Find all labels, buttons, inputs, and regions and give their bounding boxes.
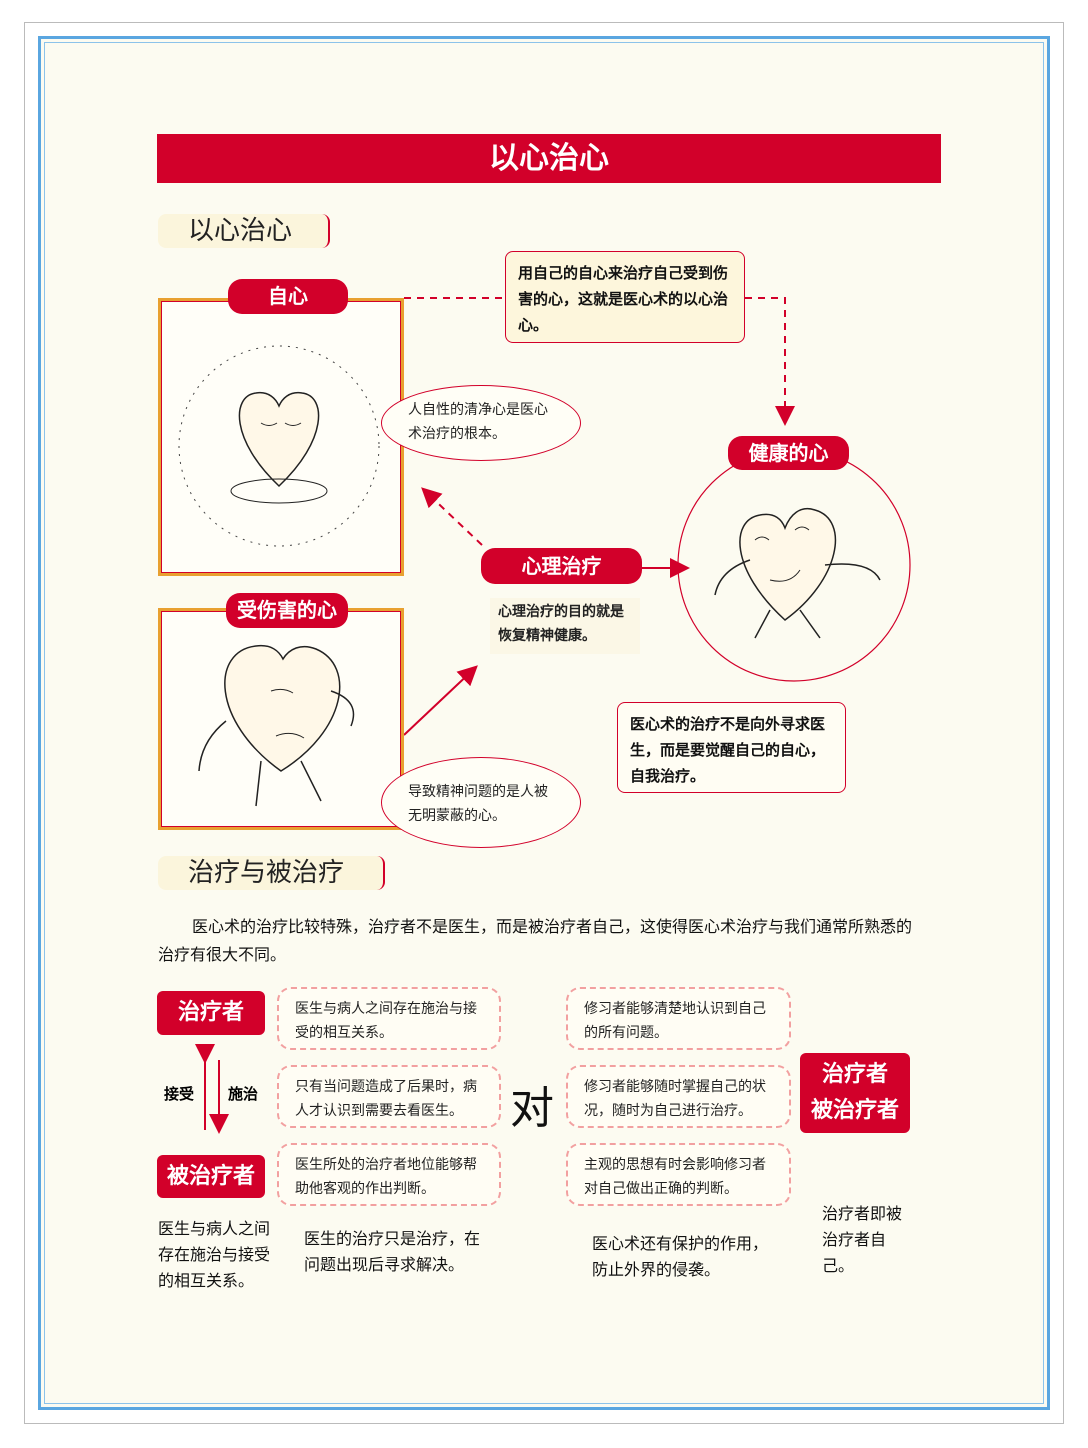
left-box-1: 医生与病人之间存在施治与接受的相互关系。 <box>277 987 501 1050</box>
therapy-label: 心理治疗 <box>481 548 642 584</box>
outer-frame <box>24 22 1064 1424</box>
self-heart-label: 自心 <box>228 279 348 314</box>
dashed-arrow-up <box>421 487 483 546</box>
healed-badge: 被治疗者 <box>157 1155 265 1198</box>
right-badge-line-2: 被治疗者 <box>810 1098 899 1123</box>
speech-bubble-2: 导致精神问题的是人被无明蒙蔽的心。 <box>381 757 581 848</box>
right-box-1: 修习者能够清楚地认识到自己的所有问题。 <box>566 987 791 1050</box>
section-heading-1: 以心治心 <box>158 214 330 248</box>
versus-label: 对 <box>510 1083 554 1134</box>
treat-label: 施治 <box>228 1085 259 1103</box>
note-box: 医心术的治疗不是向外寻求医生，而是要觉醒自己的自心，自我治疗。 <box>617 702 846 793</box>
dashed-arrow-down <box>745 297 795 426</box>
accept-label: 接受 <box>164 1085 195 1103</box>
healer-badge: 治疗者 <box>157 991 265 1035</box>
caption-2: 医生的治疗只是治疗，在问题出现后寻求解决。 <box>304 1229 481 1274</box>
caption-3: 医心术还有保护的作用，防止外界的侵袭。 <box>592 1234 769 1279</box>
left-box-3: 医生所处的治疗者地位能够帮助他客观的作出判断。 <box>277 1143 501 1206</box>
caption-1: 医生与病人之间存在施治与接受的相互关系。 <box>158 1219 271 1290</box>
intro-paragraph: 医心术的治疗比较特殊，治疗者不是医生，而是被治疗者自己，这使得医心术治疗与我们通… <box>158 917 913 964</box>
caption-4: 治疗者即被治疗者自己。 <box>822 1204 903 1275</box>
page-frame-inner <box>44 42 1044 1404</box>
speech-bubble-1: 人自性的清净心是医心术治疗的根本。 <box>381 385 581 461</box>
right-box-2: 修习者能够随时掌握自己的状况，随时为自己进行治疗。 <box>566 1065 791 1128</box>
meditating-heart-illustration <box>178 345 380 547</box>
hurt-heart-label: 受伤害的心 <box>226 593 348 628</box>
healer-is-healed-badge: 治疗者 被治疗者 <box>800 1053 910 1133</box>
page-title: 以心治心 <box>157 134 941 183</box>
healthy-heart-label: 健康的心 <box>728 436 849 470</box>
section-heading-2: 治疗与被治疗 <box>158 856 385 890</box>
arrow-up-right <box>403 665 478 736</box>
hurt-heart-panel <box>158 608 404 830</box>
left-box-2: 只有当问题造成了后果时，病人才认识到需要去看医生。 <box>277 1065 501 1128</box>
hurt-heart-illustration <box>198 644 355 807</box>
right-box-3: 主观的思想有时会影响修习者对自己做出正确的判断。 <box>566 1143 791 1206</box>
healthy-heart-illustration <box>714 508 881 639</box>
self-heart-panel <box>158 298 404 576</box>
right-badge-line-1: 治疗者 <box>821 1062 888 1087</box>
quote-box: 用自己的自心来治疗自己受到伤害的心，这就是医心术的以心治心。 <box>505 251 745 343</box>
therapy-note: 心理治疗的目的就是恢复精神健康。 <box>490 598 640 654</box>
